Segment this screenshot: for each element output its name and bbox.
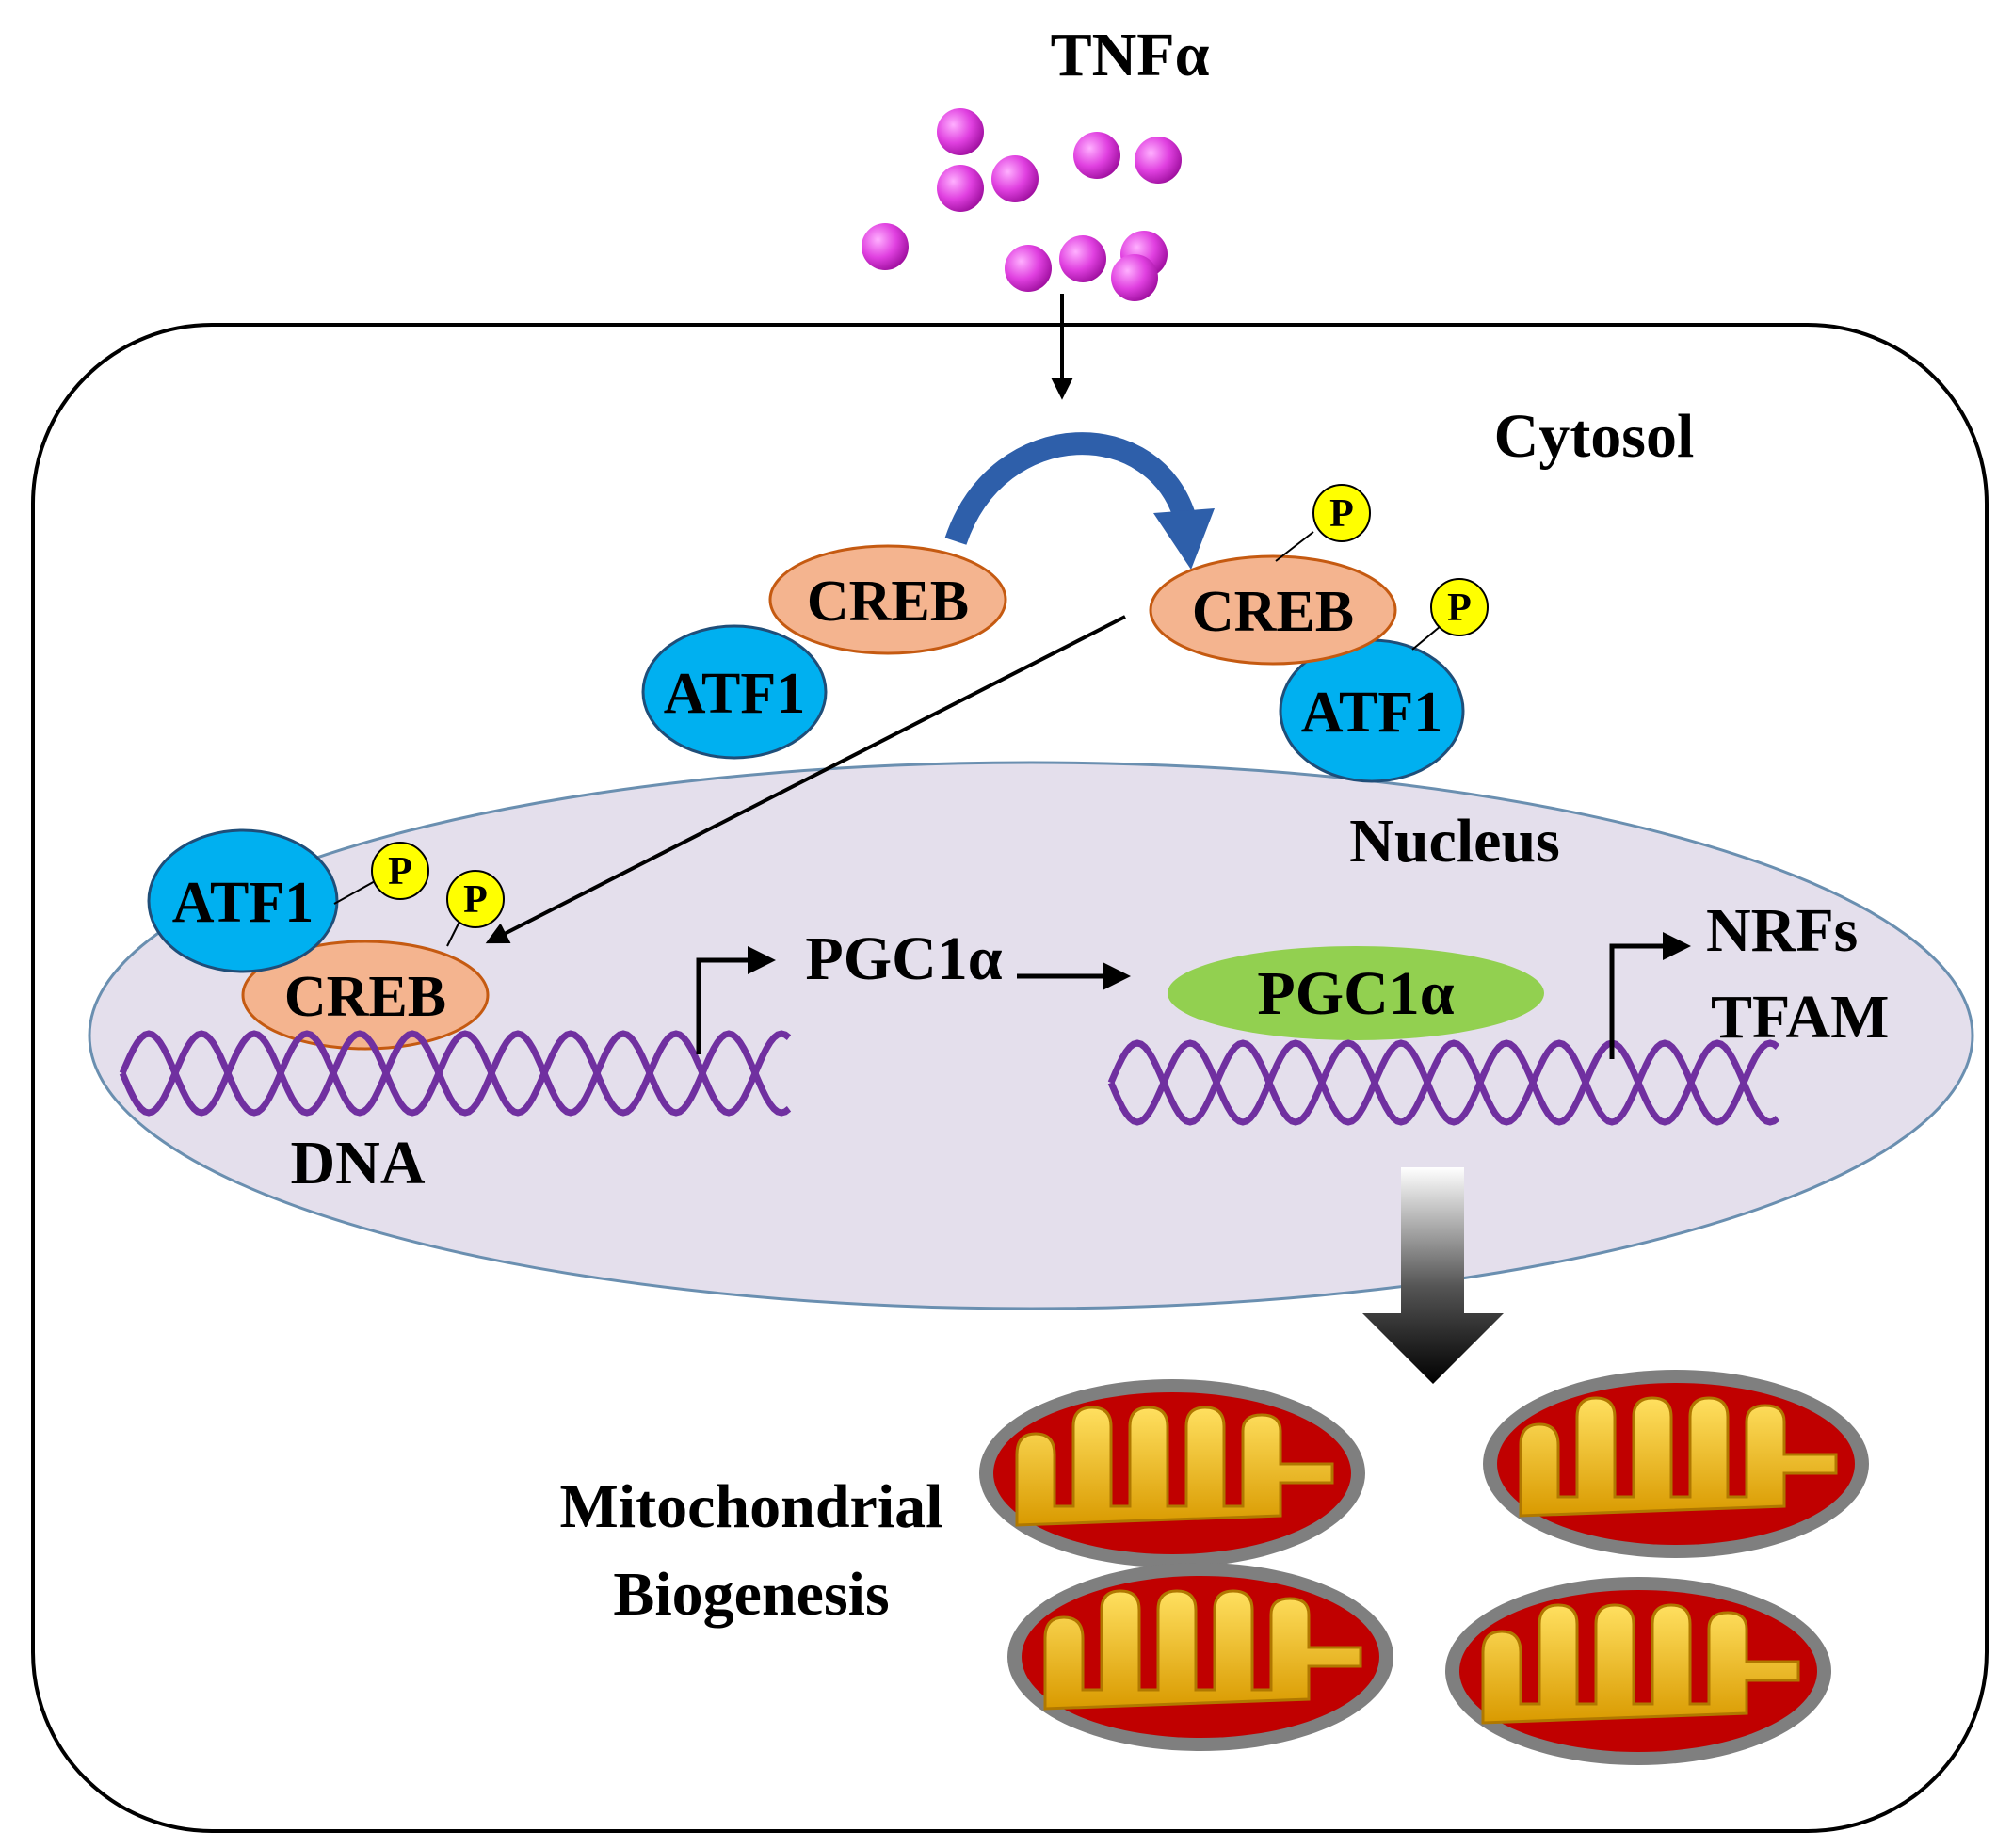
pgc1a-protein-label: PGC1α xyxy=(1257,959,1454,1028)
creb-inactive xyxy=(768,544,1007,655)
dna-label: DNA xyxy=(291,1129,426,1197)
phospho-group-atf1 xyxy=(1430,578,1489,636)
creb-phospho xyxy=(1149,554,1397,666)
mitochondrion-1 xyxy=(977,1377,1367,1569)
mitochondrion-2 xyxy=(1481,1368,1871,1560)
creb-phospho-label: CREB xyxy=(1192,580,1354,644)
translocation-arrow xyxy=(485,615,1126,944)
creb-nuclear xyxy=(241,940,490,1051)
atf1-nuclear xyxy=(147,828,339,973)
phospho-group-creb xyxy=(1312,484,1371,542)
mitochondrion-4 xyxy=(1443,1575,1833,1767)
phospho-creb-atf1-complex: CREB ATF1 P P xyxy=(1149,484,1489,783)
phospho-creb-nuclear-label: P xyxy=(463,878,488,922)
tnf-alpha-label: TNFα xyxy=(1051,21,1210,89)
biogenesis-label: Biogenesis xyxy=(613,1560,889,1629)
phospho-creb-label: P xyxy=(1329,492,1354,536)
dna-helix-left xyxy=(119,1030,792,1117)
creb-inactive-label: CREB xyxy=(807,570,969,634)
phospho-atf1-nuclear-label: P xyxy=(388,850,412,893)
atf1-nuclear-label: ATF1 xyxy=(172,871,314,935)
nrfs-label: NRFs xyxy=(1706,896,1858,965)
pgc1a-protein xyxy=(1168,946,1544,1040)
phospho-group-atf1-nuclear xyxy=(371,842,429,900)
nuclear-creb-atf1-complex: CREB ATF1 P P xyxy=(147,828,505,1051)
mitochondrial-label: Mitochondrial xyxy=(560,1472,943,1541)
atf1-inactive-label: ATF1 xyxy=(664,662,805,726)
tfam-label: TFAM xyxy=(1711,983,1889,1052)
phospho-atf1-label: P xyxy=(1447,587,1472,630)
phosphorylation-arrow xyxy=(944,432,1198,546)
phosphorylation-arrowhead xyxy=(1153,508,1215,570)
nucleus-label: Nucleus xyxy=(1349,807,1560,876)
creb-nuclear-label: CREB xyxy=(284,965,446,1029)
mitochondrion-3 xyxy=(1006,1561,1395,1753)
tnf-particles xyxy=(862,108,1182,301)
phospho-group-creb-nuclear xyxy=(446,870,505,928)
transcription-arrow-nrfs xyxy=(1609,932,1691,1059)
atf1-phospho-label: ATF1 xyxy=(1301,681,1442,745)
dna-helix-right xyxy=(1107,1039,1780,1126)
biogenesis-arrow xyxy=(1362,1167,1504,1384)
cytosol-label: Cytosol xyxy=(1494,402,1695,471)
nucleus xyxy=(88,761,1974,1310)
atf1-inactive xyxy=(641,624,828,760)
pgc1a-gene-label: PGC1α xyxy=(805,924,1002,993)
inactive-creb-atf1-complex: CREB ATF1 xyxy=(641,544,1007,760)
transcription-arrow-pgc1a xyxy=(696,946,776,1054)
